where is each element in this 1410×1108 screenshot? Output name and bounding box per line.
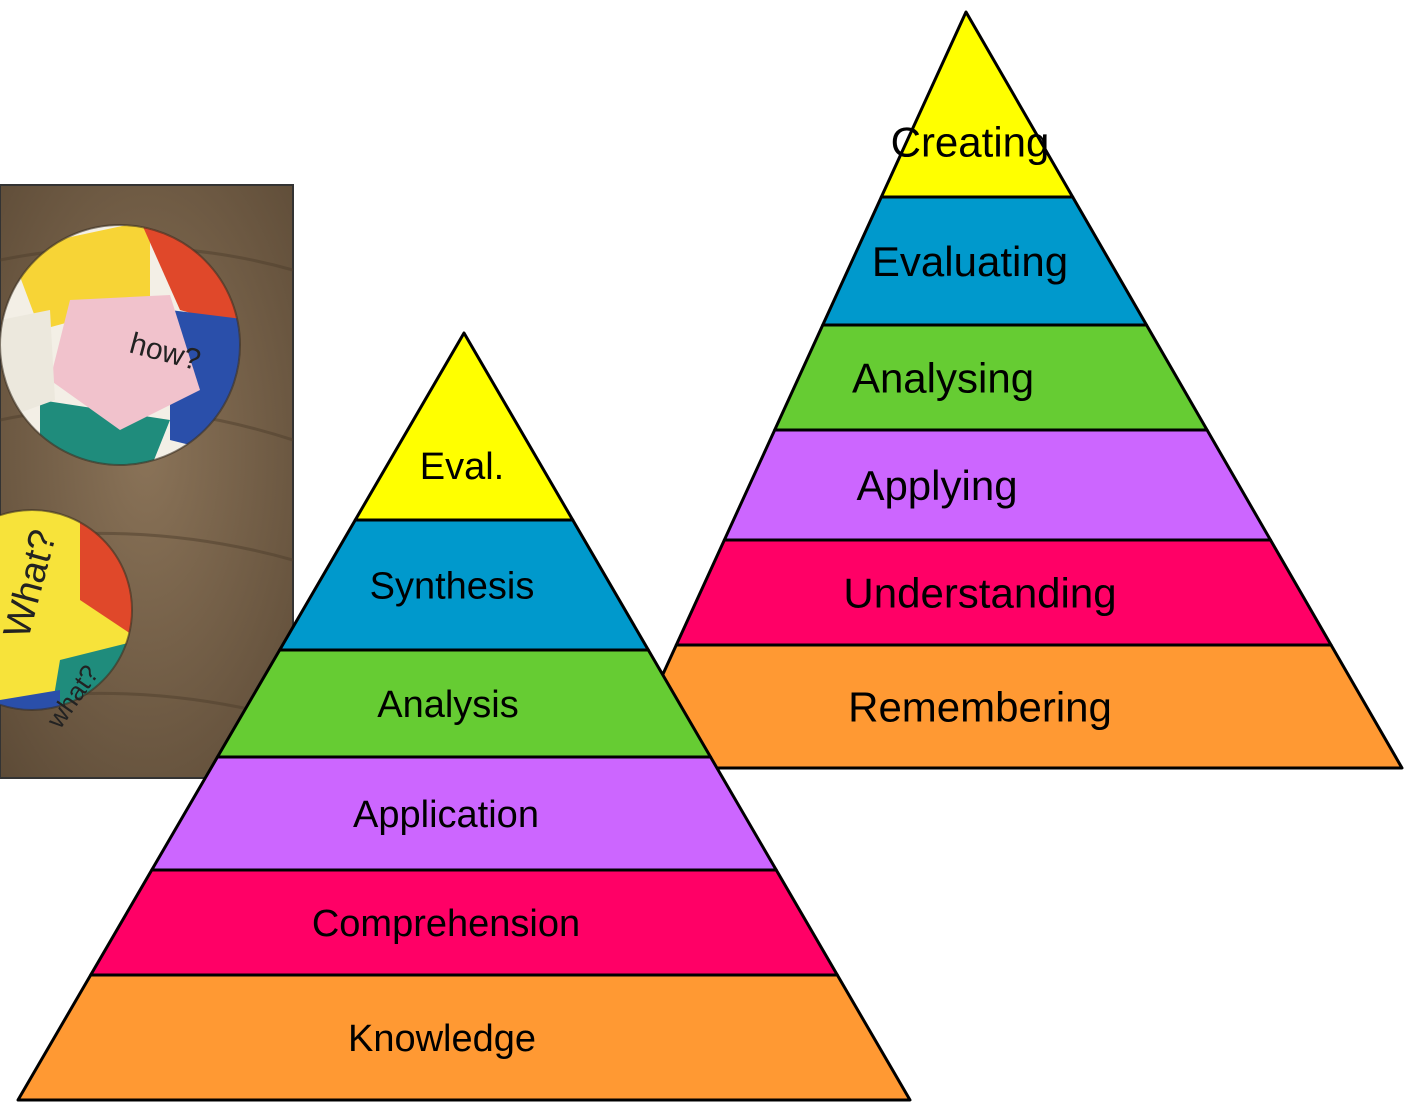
- original-level-knowledge: [16, 973, 912, 1102]
- revised-blooms-pyramid: CreatingEvaluatingAnalysingApplyingUnder…: [618, 10, 1404, 770]
- question-balls-photo: how? What? what?: [0, 184, 294, 779]
- revised-level-creating: [879, 10, 1075, 199]
- revised-label-understanding: Understanding: [843, 570, 1116, 617]
- revised-label-creating: Creating: [891, 118, 1050, 165]
- original-label-application: Application: [353, 794, 539, 836]
- original-label-knowledge: Knowledge: [348, 1018, 536, 1060]
- original-label-comprehension: Comprehension: [312, 903, 580, 945]
- original-label-eval: Eval.: [420, 446, 504, 488]
- original-blooms-pyramid: Eval. SynthesisAnalysisApplicationCompreh…: [16, 331, 912, 1102]
- original-label-analysis: Analysis: [377, 684, 519, 726]
- revised-label-evaluating: Evaluating: [872, 238, 1068, 285]
- original-label-synthesis: Synthesis: [370, 566, 535, 608]
- revised-label-remembering: Remembering: [848, 684, 1112, 731]
- revised-label-analysing: Analysing: [852, 355, 1034, 402]
- revised-label-applying: Applying: [856, 462, 1017, 509]
- original-level-eval: [353, 331, 575, 522]
